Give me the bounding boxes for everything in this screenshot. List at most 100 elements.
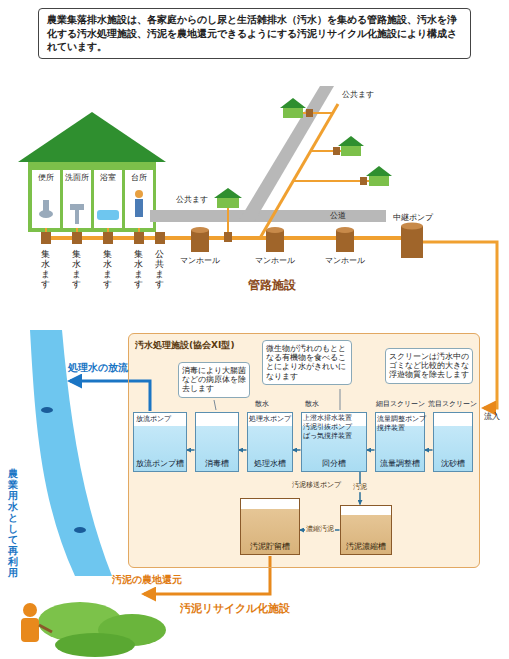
flow-label: 農業用水として再利用	[8, 468, 18, 578]
section-label: 管路施設	[248, 278, 296, 292]
relay-pump	[401, 223, 423, 259]
node-text: 微生物が汚れのもととなる有機物を食べることにより水がきれいになります	[266, 344, 348, 382]
house	[28, 162, 156, 232]
manhole	[266, 230, 284, 252]
flow-arrow	[367, 449, 375, 451]
road	[150, 86, 386, 222]
node-text: 流量調整槽	[380, 460, 420, 469]
treatment-ground	[128, 333, 480, 568]
part-label: 公共ます	[176, 195, 208, 205]
sewer-pipe	[260, 104, 338, 238]
farmer	[21, 618, 39, 642]
house	[94, 170, 122, 228]
node-text: 沈砂槽	[441, 460, 465, 469]
relay-pump	[401, 226, 423, 258]
page-title: 農業集落排水施設は、各家庭からのし尿と生活雑排水（汚水）を集める管路施設、汚水を…	[38, 8, 471, 59]
flow-arrow	[187, 449, 195, 451]
sewer-pipe	[293, 180, 369, 182]
equipment-label: 荒目スクリーン	[428, 401, 477, 409]
farmer	[23, 603, 37, 617]
road	[150, 210, 386, 222]
node-text: 放流ポンプ槽	[136, 460, 184, 469]
small-house	[217, 198, 239, 208]
road	[238, 86, 334, 222]
part-label: 集水ます	[134, 250, 143, 290]
room-figures	[75, 210, 79, 224]
room-figures	[70, 204, 84, 210]
small-house	[369, 176, 389, 186]
room-figures	[135, 190, 143, 198]
equipment-label: 散水	[305, 401, 319, 409]
flow-arrow	[425, 449, 433, 451]
section-label: 汚泥リサイクル化施設	[180, 602, 290, 615]
equipment-label: 流量調整ポンプ	[377, 416, 426, 424]
house	[32, 170, 60, 228]
small-house	[283, 108, 303, 118]
leader-line	[340, 389, 341, 410]
flow-arrow	[293, 449, 301, 451]
farmer	[39, 625, 52, 632]
collection-box	[306, 109, 313, 117]
collection-box	[155, 232, 165, 244]
small-house	[214, 98, 392, 208]
small-house	[338, 136, 364, 146]
equipment-label: 処理水ポンプ	[249, 416, 291, 424]
node-text: 汚泥貯留槽	[250, 543, 290, 552]
discharge-arrow	[70, 381, 150, 411]
house	[18, 112, 166, 162]
collection-box	[41, 109, 367, 244]
flow-label: 汚泥の農地還元	[112, 574, 182, 586]
manhole	[191, 230, 209, 252]
equipment-label: 上澄水排水装置	[303, 415, 352, 423]
house	[18, 112, 166, 232]
tank: 沈砂槽	[433, 412, 473, 472]
node-text: 処理水槽	[254, 460, 286, 469]
house	[125, 170, 153, 228]
equipment-label: 汚泥移送ポンプ	[292, 482, 341, 490]
equipment-label: 放流ポンプ	[136, 416, 171, 424]
manhole	[336, 227, 354, 233]
flow-label: 流入	[484, 412, 500, 422]
room-figures	[97, 210, 119, 220]
collection-box	[333, 147, 340, 155]
edge-label: 濃縮汚泥	[305, 526, 335, 534]
collection-box	[134, 232, 144, 244]
collection-box	[41, 232, 51, 244]
room-label: 浴室	[100, 173, 116, 183]
flow-label: 処理水の放流	[68, 362, 128, 374]
callout-box: スクリーンは汚水中のゴミなど比較的大きな浮遊物質を除去します	[385, 348, 473, 384]
sludge-tank: 汚泥貯留槽	[240, 498, 300, 555]
treatment-ground	[128, 333, 480, 568]
collection-box	[103, 232, 113, 244]
room-label: 洗面所	[65, 173, 89, 183]
sludge-tank: 汚泥濃縮槽	[340, 505, 392, 555]
small-house	[341, 146, 361, 156]
house	[63, 170, 91, 228]
part-label: 集水ます	[72, 250, 81, 290]
node-text: スクリーンは汚水中のゴミなど比較的大きな浮遊物質を除去します	[389, 352, 469, 380]
manhole	[191, 227, 209, 233]
node-text: 汚泥濃縮槽	[346, 543, 386, 552]
callout-box: 消毒により大腸菌などの病原体を除去します	[178, 362, 250, 398]
river	[74, 527, 86, 533]
small-house	[280, 98, 306, 108]
small-house	[214, 188, 242, 198]
callout-box: 微生物が汚れのもととなる有機物を食べることにより水がきれいになります	[262, 340, 352, 386]
room-figures	[135, 199, 143, 217]
equipment-label: 汚泥引抜ポンプ	[303, 424, 352, 432]
collection-box	[72, 232, 82, 244]
field	[55, 633, 135, 657]
part-label: マンホール	[325, 256, 365, 266]
node-text: 回分槽	[322, 460, 346, 469]
tank: 消毒槽	[195, 412, 239, 472]
relay-pump	[401, 223, 423, 230]
room-label: 台所	[131, 173, 147, 183]
part-label: 中継ポンプ	[393, 213, 433, 223]
part-label: マンホール	[180, 256, 220, 266]
manhole	[266, 227, 284, 233]
room-figures	[39, 190, 143, 224]
manhole	[336, 230, 354, 252]
part-label: 集水ます	[103, 250, 112, 290]
